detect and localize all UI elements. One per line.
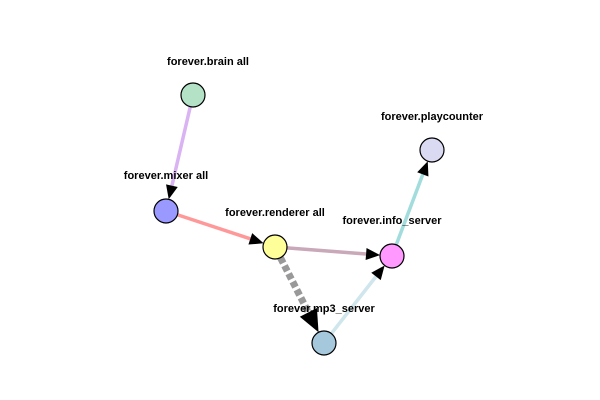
node-circle[interactable]: [153, 198, 179, 224]
edge-line: [286, 246, 367, 256]
arrowhead-icon: [417, 161, 429, 177]
edge-renderer-to-mp3: [277, 256, 319, 333]
edge-line: [394, 173, 425, 246]
node-info[interactable]: forever.info_server: [342, 215, 442, 269]
arrowhead-icon: [365, 248, 381, 260]
node-label: forever.brain all: [167, 56, 249, 68]
arrowhead-icon: [166, 184, 178, 200]
edge-mixer-to-renderer: [176, 213, 264, 245]
edge-line: [176, 213, 251, 241]
node-circle[interactable]: [379, 243, 405, 269]
arrowhead-icon: [248, 233, 264, 245]
edge-info-to-playcounter: [394, 161, 429, 246]
edge-renderer-to-info: [286, 246, 381, 260]
node-circle[interactable]: [311, 330, 337, 356]
edge-mp3-to-info: [330, 265, 385, 335]
edge-line: [330, 275, 378, 335]
node-brain[interactable]: forever.brain all: [167, 56, 249, 108]
node-mp3[interactable]: forever.mp3_server: [273, 303, 375, 356]
node-circle[interactable]: [419, 137, 445, 163]
node-label: forever.info_server: [342, 215, 442, 227]
edge-line: [277, 256, 312, 314]
node-playcounter[interactable]: forever.playcounter: [381, 111, 484, 163]
node-label: forever.mixer all: [124, 170, 208, 182]
edge-line: [170, 106, 192, 187]
node-label: forever.renderer all: [225, 207, 325, 219]
node-label: forever.mp3_server: [273, 303, 375, 315]
edge-brain-to-mixer: [166, 106, 192, 200]
arrowhead-icon: [371, 265, 385, 281]
node-renderer[interactable]: forever.renderer all: [225, 207, 325, 260]
node-circle[interactable]: [262, 234, 288, 260]
node-label: forever.playcounter: [381, 111, 484, 123]
node-circle[interactable]: [180, 82, 206, 108]
edges-layer: [166, 106, 429, 335]
node-mixer[interactable]: forever.mixer all: [124, 170, 208, 224]
nodes-layer: forever.brain all forever.mixer all foreve…: [124, 56, 484, 356]
arrowhead-icon: [299, 307, 319, 333]
